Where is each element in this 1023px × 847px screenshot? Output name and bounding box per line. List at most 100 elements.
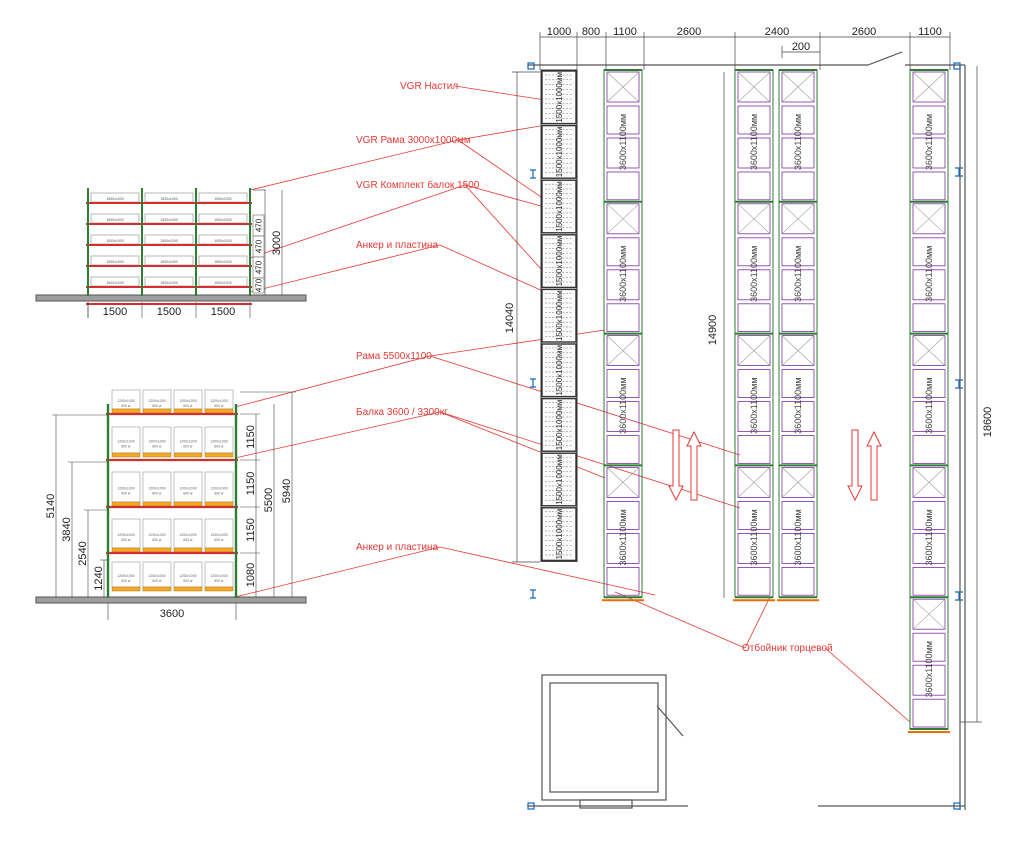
pallet-cell [781,269,815,301]
pallet-cell [912,105,946,135]
pallet-load-sub: 600 кг [152,579,162,583]
shelf-box-label: 1500x1000 [106,218,123,222]
callout-vgr-deck: VGR Настил [400,81,458,92]
office-room [541,674,684,809]
pallet-load-label: 1200x1000 [179,487,196,491]
pallet-load-sub: 600 кг [214,538,224,542]
pallet-cell [781,71,815,103]
pallet-rack-plan: 3600x1100мм 3600x1100мм 3600x1100мм 3600x11… [602,69,950,733]
leader-frame5500-a [234,355,431,408]
dim-top-3: 1100 [613,26,637,38]
pallet-cell [781,500,815,530]
pallet-load-sub: 600 кг [183,445,193,449]
pallet-cell [912,269,946,301]
cell-cross [912,203,946,235]
shelf-box-label: 1500x1000 [160,218,177,222]
cell-cross [606,467,640,498]
bay-dim-label: 1500 [157,306,181,318]
shelf-plan-label: 1500x1000мм [555,290,564,341]
shelf-box-label: 1500x1000 [214,281,231,285]
pallet-plan-label: 3600x1100мм [793,246,803,302]
shelf-plan-label: 1500x1000мм [555,127,564,178]
shelf-plan-label: 1500x1000мм [555,400,564,451]
pallet-cell [737,203,771,235]
pallet-load-sub: 600 кг [214,579,224,583]
leader-vgr-nastil [454,85,546,101]
pallet-load-label: 1200x1000 [117,440,134,444]
pallet-plan-label: 3600x1100мм [749,377,759,433]
pallet-load-label: 1200x1000 [210,574,227,578]
callout-vgr-beams: VGR Комплект балок 1500 [356,179,480,191]
pallet-load-sub: 600 кг [121,579,131,583]
pallet-load [204,471,234,503]
cell-cross [606,335,640,366]
pallet-load-sub: 600 кг [183,538,193,542]
pallet-cell [737,303,771,332]
arrow-up-icon [686,430,702,501]
callout-anchor-1: Анкер и пластина [356,240,438,251]
pallet-cell [737,533,771,564]
pallet-load [204,518,234,549]
pallet-base [111,452,141,458]
pallet-cell [781,369,815,399]
pallet-base [173,547,203,553]
pallet-cell [606,269,640,301]
pallet-load-label: 1200x1000 [148,574,165,578]
pallet-cell [737,335,771,367]
leader-anchor2-b [439,546,656,596]
pallet-plan-label: 3600x1100мм [924,114,934,170]
leader-anchor2-a [234,546,441,598]
pallet-load [173,518,203,549]
level-dim-label: 470 [255,239,264,253]
pallet-base [142,547,172,553]
pallet-load-label: 1200x1000 [117,487,134,491]
pallet-cell [737,466,771,498]
aisle-arrows-1 [668,429,702,502]
pallet-cell [912,401,946,433]
pallet-load-label: 1200x1000 [117,399,134,403]
pallet-load-sub: 600 кг [121,404,131,408]
dim-top-4: 2600 [677,26,701,38]
pallet-cell [781,401,815,433]
arrow-up-icon [866,430,882,501]
pallet-cell [606,466,640,498]
dim-top-2: 800 [582,26,600,38]
shelf-box-label: 1500x1000 [214,218,231,222]
shelf-box-label: 1500x1000 [160,260,177,264]
shelf-box-label: 1500x1000 [160,281,177,285]
pallet-cell [606,401,640,433]
dim-14900: 14900 [707,315,719,346]
pallet-cell [606,171,640,201]
pallet-load-sub: 600 кг [183,579,193,583]
pallet-cell [606,533,640,564]
floor-slab [35,294,307,302]
pallet-cell [606,567,640,596]
pallet-cell [912,500,946,530]
pallet-load-sub: 600 кг [121,492,131,496]
pallet-cell [912,137,946,169]
leader-anchor-b [439,244,546,293]
cell-cross [737,335,771,366]
cell-cross [781,71,815,103]
pallet-load-sub: 600 кг [214,404,224,408]
top-dimension-chain [539,32,951,70]
pallet-load [204,426,234,454]
aisle-arrows-2 [847,429,882,502]
cell-cross [737,203,771,235]
shelf-plan-label: 1500x1000мм [555,454,564,505]
pallet-cell [912,698,946,728]
pallet-load [204,561,234,588]
building-walls [528,51,966,810]
height-dim-label: 2540 [77,541,89,565]
pallet-cell [912,664,946,696]
leader-bumper-a [614,591,746,649]
arrow-down-icon [668,429,684,502]
callout-anchor-2: Анкер и пластина [356,542,438,553]
callout-frame-5500: Рама 5500x1100 [356,351,432,362]
pallet-plan-label: 3600x1100мм [924,377,934,433]
pallet-cell [781,203,815,235]
level-dim-label: 1150 [245,425,257,449]
pallet-base [204,408,234,414]
